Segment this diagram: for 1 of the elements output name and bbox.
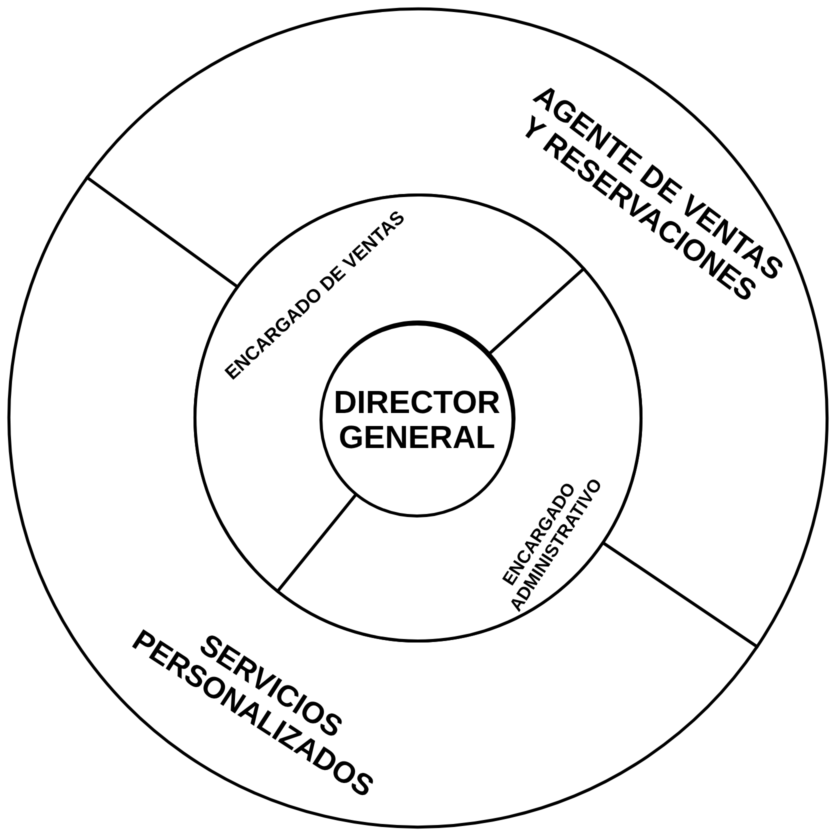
node-label: DIRECTOR GENERAL (332, 385, 502, 456)
